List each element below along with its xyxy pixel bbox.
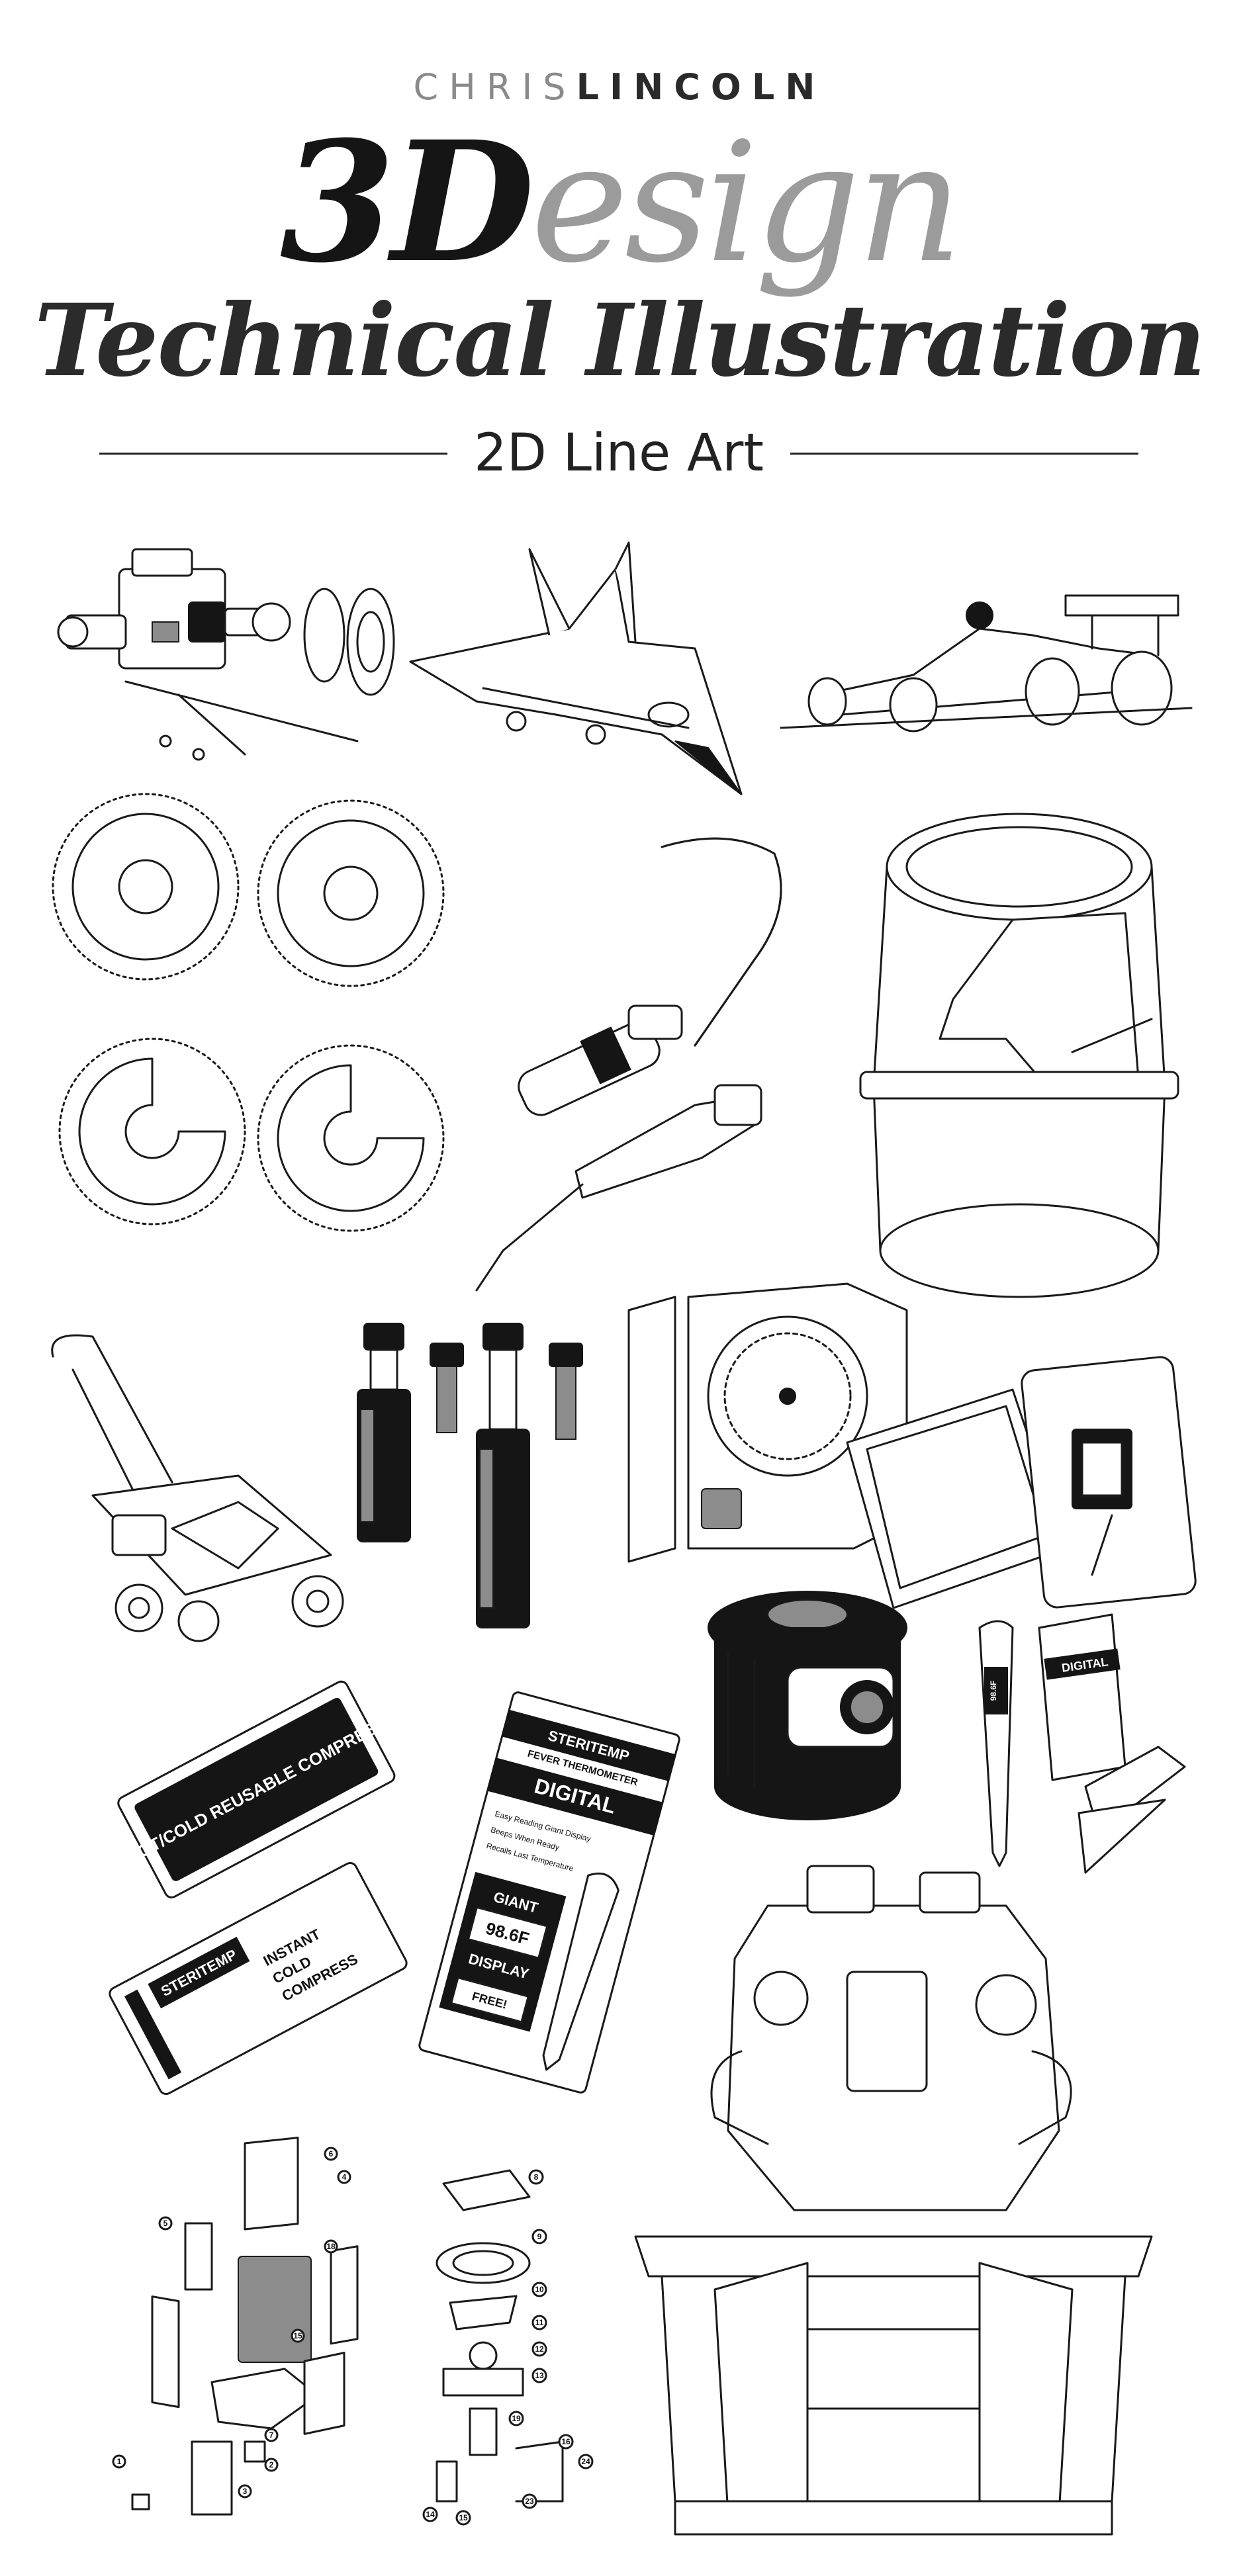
divider-right bbox=[790, 452, 1138, 455]
relay-boxes-illustration bbox=[847, 1356, 1198, 1641]
logo-3d: 3D bbox=[280, 105, 535, 299]
callout-14: 14 bbox=[426, 2510, 435, 2519]
brand-name: CHRISLINCOLN bbox=[0, 66, 1239, 108]
tagline: Technical Illustration bbox=[34, 283, 1207, 399]
callouts-left: 1 2 3 4 5 6 7 18 15 bbox=[113, 2148, 350, 2497]
subtitle-row: 2D Line Art bbox=[99, 423, 1138, 483]
combustion-liner-illustration bbox=[847, 801, 1191, 1304]
valve-hose-illustration bbox=[477, 827, 794, 1304]
turbine-disk-4 bbox=[258, 1045, 443, 1231]
callout-8: 8 bbox=[534, 2172, 539, 2182]
rocket-engine-illustration bbox=[635, 1866, 1152, 2541]
pump-housing-illustration bbox=[702, 1588, 913, 1826]
callout-5: 5 bbox=[163, 2219, 168, 2228]
callout-24: 24 bbox=[581, 2457, 590, 2466]
callout-6: 6 bbox=[329, 2149, 334, 2158]
brand-first-name: CHRIS bbox=[413, 66, 576, 108]
callout-2: 2 bbox=[269, 2460, 274, 2469]
instant-cold-compress-illustration: STERITEMP INSTANT COLD COMPRESS bbox=[106, 1873, 410, 2084]
callout-12: 12 bbox=[535, 2344, 544, 2354]
logo-esign: esign bbox=[530, 107, 963, 299]
sprinkler-heads-illustration bbox=[357, 1323, 622, 1694]
brand-last-name: LINCOLN bbox=[576, 66, 826, 108]
callout-18: 15 bbox=[293, 2331, 302, 2340]
fighter-jet-illustration bbox=[397, 543, 755, 807]
exploded-valve-stack-illustration: 8 9 10 11 12 13 14 15 16 19 23 24 bbox=[397, 2157, 616, 2528]
callout-16: 16 bbox=[561, 2437, 571, 2446]
lawn-mower-illustration bbox=[40, 1330, 371, 1661]
steritemp-thermometer-box-illustration: STERITEMP FEVER THERMOMETER DIGITAL Easy… bbox=[424, 1694, 675, 2091]
callout-1: 1 bbox=[117, 2457, 122, 2466]
callout-3: 3 bbox=[243, 2487, 248, 2496]
hot-cold-compress-illustration: HOT/COLD REUSABLE COMPRESS bbox=[113, 1681, 397, 1892]
callout-19: 19 bbox=[512, 2414, 521, 2423]
small-thermo-reading: 98.6F bbox=[989, 1681, 998, 1701]
fuel-pump-illustration bbox=[46, 543, 417, 781]
digital-thermometers-illustration: 98.6F DIGITAL bbox=[966, 1615, 1191, 1879]
race-car-illustration bbox=[781, 576, 1191, 734]
callouts-right: 8 9 10 11 12 13 14 15 16 19 23 24 bbox=[424, 2170, 592, 2524]
subtitle: 2D Line Art bbox=[474, 423, 764, 483]
callout-10: 10 bbox=[535, 2285, 544, 2294]
turbine-disk-2 bbox=[258, 801, 443, 986]
callout-7: 7 bbox=[269, 2430, 274, 2440]
turbine-disk-1 bbox=[53, 794, 238, 979]
turbine-disks-illustration bbox=[53, 787, 463, 1297]
divider-left bbox=[99, 452, 448, 455]
callout-13: 13 bbox=[535, 2371, 544, 2380]
callout-9: 9 bbox=[537, 2232, 542, 2241]
turbine-disk-3 bbox=[60, 1039, 245, 1224]
timer-box-illustration bbox=[629, 1270, 907, 1575]
callout-20: 18 bbox=[326, 2242, 336, 2251]
logo-3d-design: 3Design bbox=[0, 119, 1239, 286]
exploded-parts-illustration: 1 2 3 4 5 6 7 18 15 bbox=[113, 2151, 417, 2521]
callout-4: 4 bbox=[342, 2172, 347, 2182]
callout-23: 23 bbox=[525, 2497, 534, 2506]
callout-11: 11 bbox=[535, 2318, 544, 2327]
callout-15: 15 bbox=[459, 2513, 468, 2522]
